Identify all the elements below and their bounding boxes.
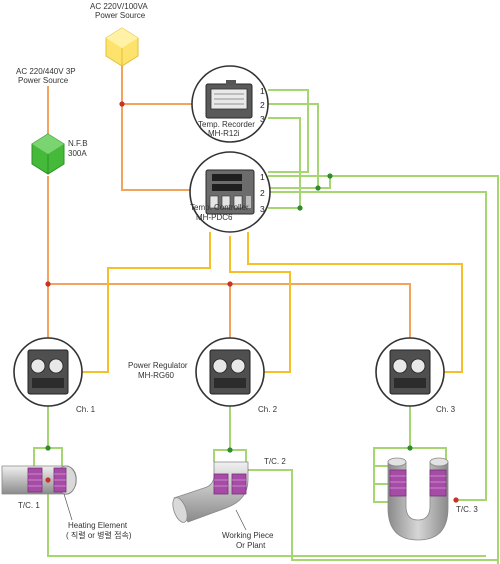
nfb-line1: N.F.B <box>68 139 88 148</box>
control-wires <box>82 232 463 373</box>
heater-pad-3a <box>389 469 407 497</box>
controller-port-2: 2 <box>260 188 265 198</box>
tc-3-label: T/C. 3 <box>456 505 478 514</box>
controller-line2: MH-PDC6 <box>196 213 233 222</box>
controller-port-1: 1 <box>260 172 265 182</box>
recorder-port-1: 1 <box>260 86 265 96</box>
recorder-line1: Temp. Recorder <box>198 120 255 129</box>
nfb-line2: 300A <box>68 149 87 158</box>
channel-2-label: Ch. 2 <box>258 405 278 414</box>
temp-controller: Temp. Controller MH-PDC6 1 2 3 <box>189 151 271 233</box>
regulator-line2: MH-RG60 <box>138 371 175 380</box>
nfb-breaker: N.F.B 300A <box>31 133 88 175</box>
temp-recorder: Temp. Recorder MH-R12i 1 2 3 <box>191 65 269 143</box>
heating-element-line2: ( 직렬 or 병렬 접속) <box>66 530 132 540</box>
heater-pad-2a <box>213 473 229 495</box>
power-regulator-ch1: Ch. 1 <box>13 337 96 414</box>
power-regulator-ch2: Ch. 2 Power Regulator MH-RG60 <box>128 337 278 414</box>
heater-pad-2b <box>231 473 247 495</box>
pipe-1-straight: T/C. 1 Heating Element ( 직렬 or 병렬 접속) <box>1 465 132 540</box>
channel-3-label: Ch. 3 <box>436 405 456 414</box>
ac-small-source-line2: Power Source <box>95 11 146 20</box>
recorder-line2: MH-R12i <box>208 129 240 138</box>
workpiece-line1: Working Piece <box>222 531 274 540</box>
tc-2-label: T/C. 2 <box>264 457 286 466</box>
regulator-line1: Power Regulator <box>128 361 188 370</box>
power-wires <box>47 56 411 338</box>
ac-main-source-line2: Power Source <box>18 76 69 85</box>
ac-small-source-line1: AC 220V/100VA <box>90 2 148 11</box>
workpiece-line2: Or Plant <box>236 541 266 550</box>
power-regulator-ch3: Ch. 3 <box>375 337 456 414</box>
pipe-2-elbow: T/C. 2 Working Piece Or Plant <box>172 457 286 550</box>
tc-1-label: T/C. 1 <box>18 501 40 510</box>
controller-line1: Temp. Controller <box>190 203 249 212</box>
channel-1-label: Ch. 1 <box>76 405 96 414</box>
power-source-small: AC 220V/100VA Power Source <box>90 2 148 67</box>
recorder-port-3: 3 <box>260 114 265 124</box>
power-source-main: AC 220/440V 3P Power Source <box>16 67 76 85</box>
heating-element-line1: Heating Element <box>68 521 128 530</box>
pipe-3-u-bend: T/C. 3 <box>387 457 478 541</box>
controller-port-3: 3 <box>260 204 265 214</box>
signal-wires <box>33 89 499 564</box>
heater-pad-3b <box>429 469 447 497</box>
recorder-port-2: 2 <box>260 100 265 110</box>
ac-main-source-line1: AC 220/440V 3P <box>16 67 76 76</box>
